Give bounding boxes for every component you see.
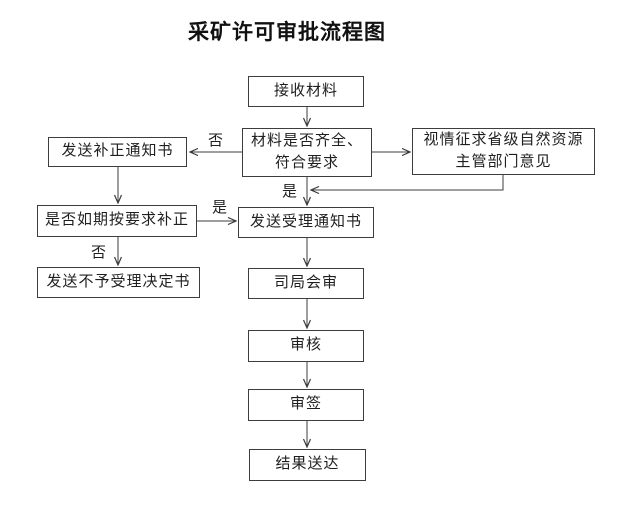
edge-label-correct-no: 否	[91, 245, 107, 261]
node-receive: 接收材料	[248, 76, 364, 107]
node-sign: 审签	[248, 389, 364, 421]
node-check: 材料是否齐全、符合要求	[242, 128, 372, 177]
node-send-acceptance: 发送受理通知书	[238, 207, 374, 238]
node-correct-on-time: 是否如期按要求补正	[37, 205, 197, 237]
edge-label-check-no: 否	[208, 133, 224, 149]
node-review: 审核	[248, 330, 364, 362]
edge-label-correct-yes: 是	[212, 200, 228, 216]
node-send-correction: 发送补正通知书	[48, 137, 187, 167]
node-send-rejection: 发送不予受理决定书	[37, 267, 200, 298]
edge-label-check-yes: 是	[282, 184, 298, 200]
node-joint-review: 司局会审	[248, 268, 364, 299]
node-consult: 视情征求省级自然资源主管部门意见	[412, 128, 595, 175]
node-deliver: 结果送达	[249, 449, 366, 481]
arrow-consult-to-acceptance	[311, 175, 504, 190]
page-title: 采矿许可审批流程图	[188, 20, 386, 44]
